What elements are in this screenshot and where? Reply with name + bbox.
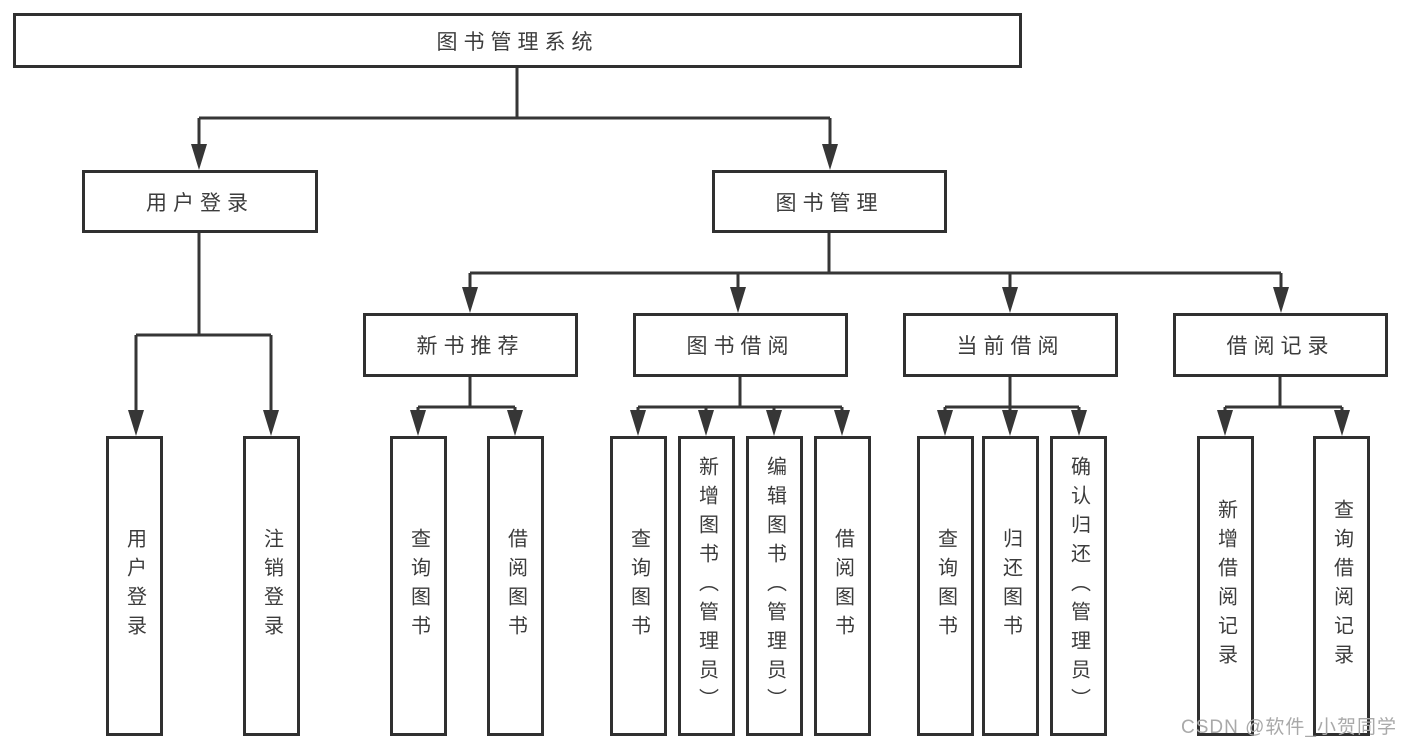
node-book-management: 图书管理 (712, 170, 947, 233)
leaf-return-books: 归还图书 (982, 436, 1039, 736)
leaf-query-books-recommend: 查询图书 (390, 436, 447, 736)
node-new-book-recommend: 新书推荐 (363, 313, 578, 377)
leaf-query-books-borrow: 查询图书 (610, 436, 667, 736)
node-user-login: 用户登录 (82, 170, 318, 233)
leaf-user-login: 用户登录 (106, 436, 163, 736)
arrowheads (128, 144, 1350, 436)
leaf-query-books-current: 查询图书 (917, 436, 974, 736)
node-current-borrow: 当前借阅 (903, 313, 1118, 377)
leaf-borrow-books-recommend: 借阅图书 (487, 436, 544, 736)
node-book-borrow: 图书借阅 (633, 313, 848, 377)
node-borrow-records: 借阅记录 (1173, 313, 1388, 377)
node-library-management-system: 图书管理系统 (13, 13, 1022, 68)
leaf-logout-login: 注销登录 (243, 436, 300, 736)
csdn-watermark: CSDN @软件_小贺同学 (1181, 717, 1397, 738)
leaf-borrow-books: 借阅图书 (814, 436, 871, 736)
leaf-query-borrow-record: 查询借阅记录 (1313, 436, 1370, 736)
leaf-edit-books-admin: 编辑图书（管理员） (746, 436, 803, 736)
leaf-confirm-return-admin: 确认归还（管理员） (1050, 436, 1107, 736)
leaf-add-books-admin: 新增图书（管理员） (678, 436, 735, 736)
leaf-add-borrow-record: 新增借阅记录 (1197, 436, 1254, 736)
